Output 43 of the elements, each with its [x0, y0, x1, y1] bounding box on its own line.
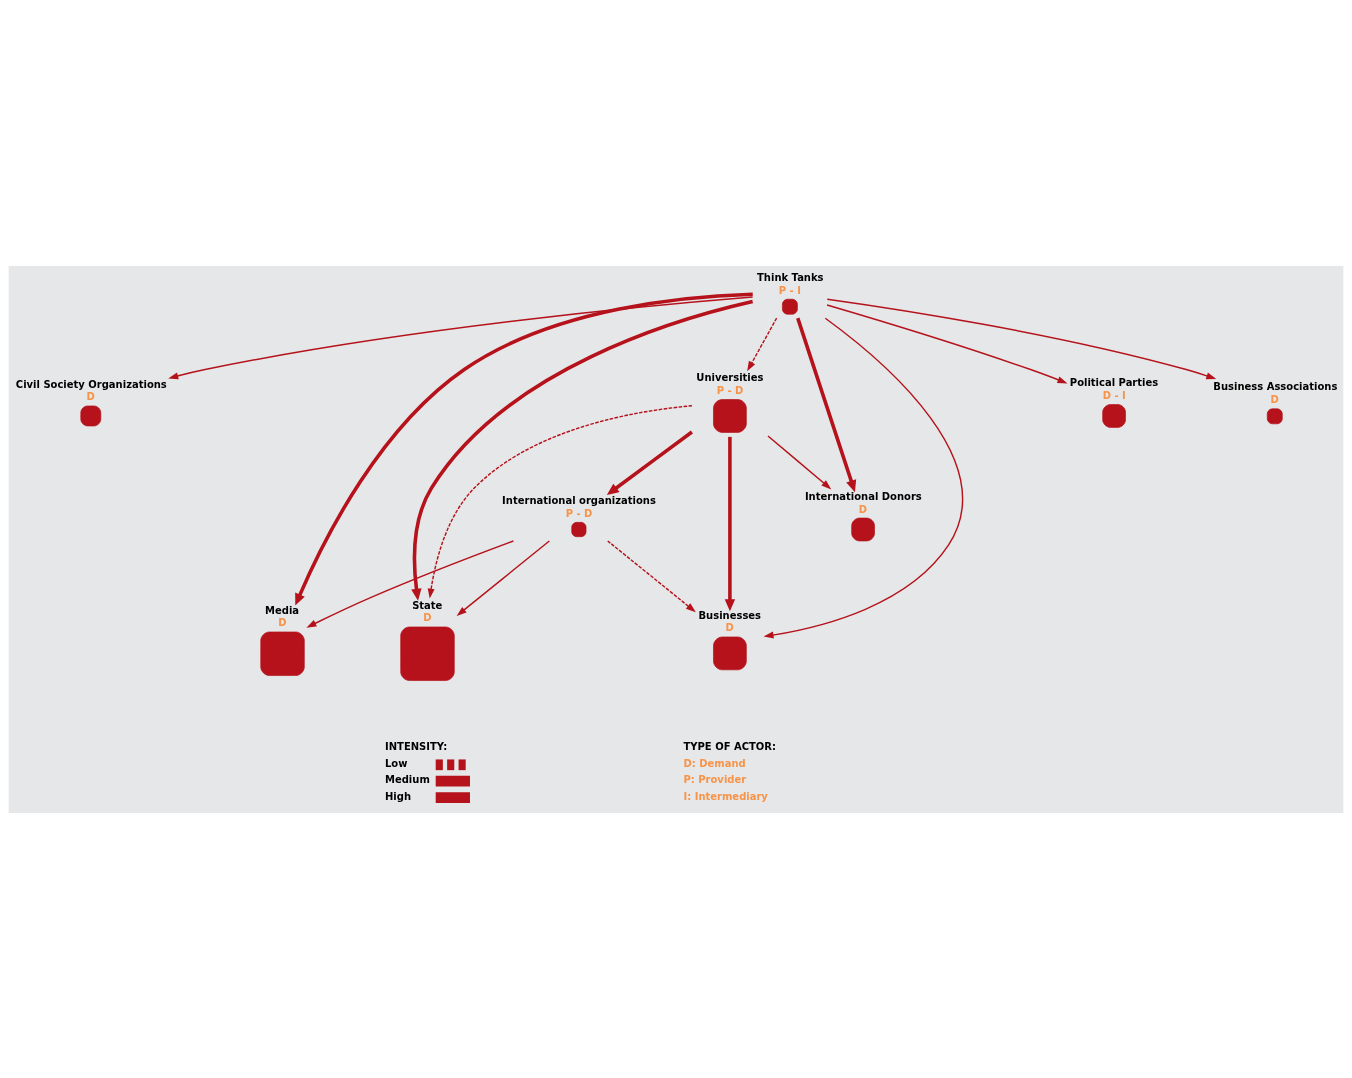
arrow [747, 317, 778, 371]
arrow [306, 539, 515, 628]
node-label: D - I [1102, 389, 1126, 401]
node-label: Think Tanks [757, 271, 824, 283]
node-label: State [412, 599, 443, 611]
arrow [767, 434, 832, 489]
node-label: D [858, 503, 868, 515]
node-label: International organizations [502, 494, 656, 506]
arrow [724, 436, 736, 611]
node-label: Civil Society Organizations [15, 378, 167, 390]
arrow [796, 317, 857, 492]
node-label: P - D [565, 507, 593, 519]
arrow [456, 539, 551, 616]
node-label: Businesses [698, 609, 762, 621]
arrow [411, 299, 754, 601]
node-label: D [423, 611, 432, 623]
node-label: Media [265, 604, 300, 616]
label: I: Intermediary [683, 790, 768, 802]
node-label: D [86, 390, 95, 402]
node-label: D [1270, 393, 1279, 405]
arrow [763, 317, 964, 638]
label: TYPE OF ACTOR: [683, 740, 776, 752]
node-label: International Donors [804, 490, 922, 502]
node-label: D [725, 621, 734, 633]
node-label: D [278, 616, 287, 628]
node-label: Political Parties [1069, 376, 1159, 388]
arrow [606, 430, 693, 495]
arrow [168, 295, 754, 379]
legend-label: Medium [385, 773, 430, 785]
arrow [295, 291, 753, 606]
node-label: Business Associations [1213, 380, 1338, 392]
label: D: Demand [683, 757, 746, 769]
label: P: Provider [683, 773, 747, 785]
legend-label: Low [385, 757, 408, 769]
node-label: P - I [778, 284, 801, 296]
node-label: P - D [716, 384, 744, 396]
label: INTENSITY: [385, 740, 448, 752]
node-label: Universities [696, 371, 764, 383]
legend-label: High [385, 790, 412, 802]
arrow [607, 539, 696, 612]
arrow [427, 404, 693, 599]
arrow [826, 303, 1068, 383]
arrow [826, 297, 1217, 379]
